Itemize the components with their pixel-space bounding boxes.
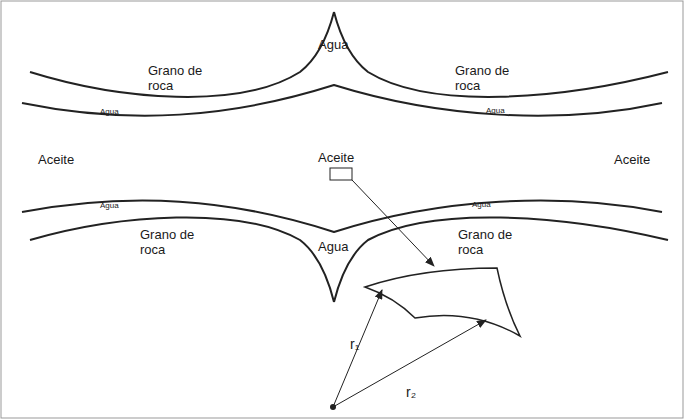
radius-arrow: [333, 320, 486, 407]
radius-label: r₂: [406, 384, 416, 400]
water-film-label: Agua: [100, 107, 119, 116]
water-label: Agua: [318, 240, 348, 255]
oil-label: Aceite: [614, 153, 650, 168]
grain-outline: [30, 217, 334, 302]
detail-box: [330, 168, 352, 180]
water-film: [22, 201, 662, 232]
radius-label: r₁: [350, 336, 359, 352]
water-film: [22, 85, 662, 116]
water-label: Agua: [318, 38, 348, 53]
leader-arrow: [352, 180, 434, 266]
oil-label: Aceite: [318, 151, 354, 166]
water-film-label: Agua: [100, 201, 119, 210]
rock-grain-label: Grano de roca: [140, 228, 210, 258]
surface-patch: [365, 268, 520, 336]
water-film-label: Agua: [472, 200, 491, 209]
water-film-label: Agua: [486, 106, 505, 115]
oil-label: Aceite: [38, 153, 74, 168]
grain-outline: [334, 12, 668, 97]
rock-grain-label: Grano de roca: [458, 228, 528, 258]
rock-grain-label: Grano de roca: [455, 64, 525, 94]
grain-outline: [30, 12, 334, 97]
radius-arrow: [333, 290, 382, 407]
rock-grain-label: Grano de roca: [148, 64, 218, 94]
